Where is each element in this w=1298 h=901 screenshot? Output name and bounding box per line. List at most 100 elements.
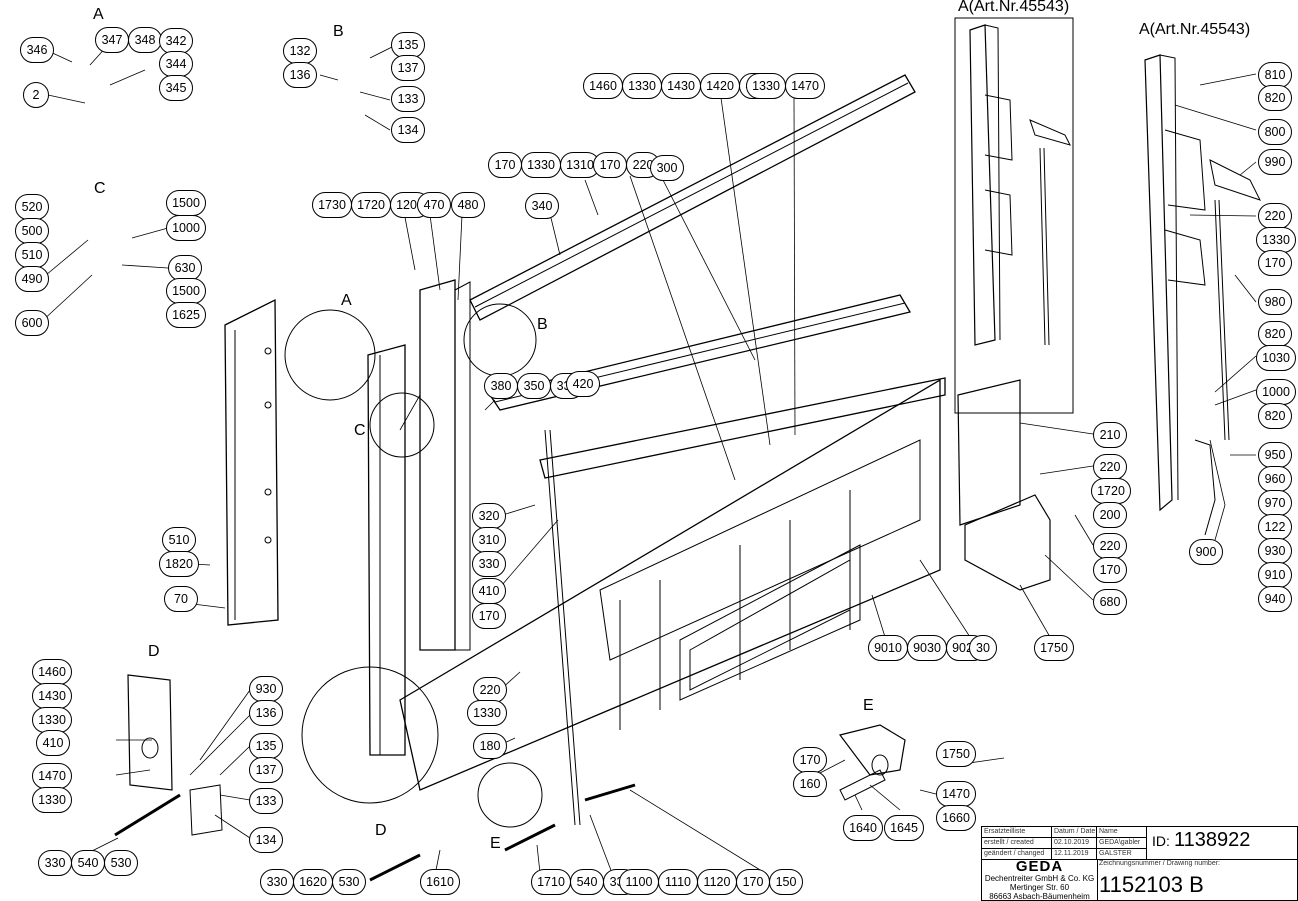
callout: 310 [472,527,506,553]
callout: 810 [1258,62,1292,88]
callout: 900 [1189,539,1223,565]
callout: 1110 [658,869,698,895]
callout: 210 [1093,422,1127,448]
callout: 820 [1258,85,1292,111]
callout: 980 [1258,289,1292,315]
callout: 1470 [785,73,825,99]
callout: 1430 [661,73,701,99]
callout: 990 [1258,149,1292,175]
callout: 1820 [159,551,199,577]
callout: 600 [15,310,49,336]
callout: 1460 [32,659,72,685]
callout: 820 [1258,403,1292,429]
callout: 1720 [351,192,391,218]
callout: 930 [1258,538,1292,564]
callout: 170 [593,152,627,178]
callout: 1000 [166,215,206,241]
callout: 133 [391,86,425,112]
callout: 520 [15,194,49,220]
drawing-number-label: Zeichnungsnummer / Drawing number: [1099,860,1220,867]
detail-circle-c [369,392,435,458]
ladder-assembly-a-right [1144,54,1261,536]
callout: 1470 [32,763,72,789]
callout: 330 [38,850,72,876]
callout: 490 [15,266,49,292]
callout: 1330 [622,73,662,99]
detail-title-e-2: E [490,835,501,852]
shaft-150 [584,783,636,802]
callout: 220 [1093,454,1127,480]
callout: 136 [283,62,317,88]
tb-created-label: erstellt / created [982,838,1052,849]
company-block: GEDA Dechentreiter GmbH & Co. KG Merting… [982,859,1098,901]
tb-name-label: Name [1097,827,1147,838]
art-nr-title-2: A(Art.Nr.45543) [1139,21,1251,38]
callout: 134 [391,117,425,143]
tb-created-name: GEDA\gabler [1097,838,1147,849]
detail-title-c: C [94,180,106,197]
callout: 1330 [521,152,561,178]
detail-circle-a [284,309,376,401]
callout: 1460 [583,73,623,99]
detail-title-b: B [333,23,344,40]
callout: 1430 [32,683,72,709]
callout: 170 [488,152,522,178]
callout: 122 [1258,514,1292,540]
callout: 1330 [467,700,507,726]
detail-e-assembly [838,724,906,801]
callout: 220 [473,677,507,703]
ladder-assembly-a [969,24,1071,346]
tb-date-label: Datum / Date [1052,827,1097,838]
motor-housing [957,379,1051,591]
callout: 1420 [700,73,740,99]
detail-title-a: A [93,6,104,23]
callout: 348 [128,27,162,53]
callout: 1750 [1034,635,1074,661]
bolt-330 [369,853,421,882]
callout: 170 [472,603,506,629]
callout: 137 [391,55,425,81]
callout: 680 [1093,589,1127,615]
callout: 9010 [868,635,908,661]
callout: 1660 [936,805,976,831]
callout: 420 [566,371,600,397]
callout: 350 [517,373,551,399]
detail-title-e: E [863,697,874,714]
callout: 330 [472,551,506,577]
callout: 1500 [166,190,206,216]
callout: 340 [525,193,559,219]
callout: 1750 [936,741,976,767]
callout: 1120 [697,869,737,895]
callout: 136 [249,700,283,726]
detail-circle-e [477,762,543,828]
detail-circle-d [301,666,439,804]
callout: 220 [1258,203,1292,229]
callout: 132 [283,38,317,64]
callout: 150 [769,869,803,895]
tb-id-label: ID: [1152,833,1170,849]
callout: 1500 [166,278,206,304]
callout: 345 [159,75,193,101]
callout: 410 [36,730,70,756]
callout: 1730 [312,192,352,218]
callout: 170 [1258,250,1292,276]
callout: 1645 [884,815,924,841]
drawing-number: 1152103 B [1099,872,1204,897]
callout: 1470 [936,781,976,807]
callout: 344 [159,51,193,77]
circle-label-b: B [537,316,548,333]
callout: 970 [1258,490,1292,516]
callout: 530 [104,850,138,876]
callout: 530 [332,869,366,895]
callout: 1620 [293,869,333,895]
callout: 1330 [32,787,72,813]
callout: 1000 [1256,379,1296,405]
callout: 133 [249,788,283,814]
leader-lines [39,44,1257,881]
circle-label-a: A [341,292,352,309]
gate-frame [399,378,941,791]
callout: 346 [20,37,54,63]
top-rail-340 [469,74,916,321]
callout: 1710 [531,869,571,895]
detail-title-d: D [148,643,160,660]
